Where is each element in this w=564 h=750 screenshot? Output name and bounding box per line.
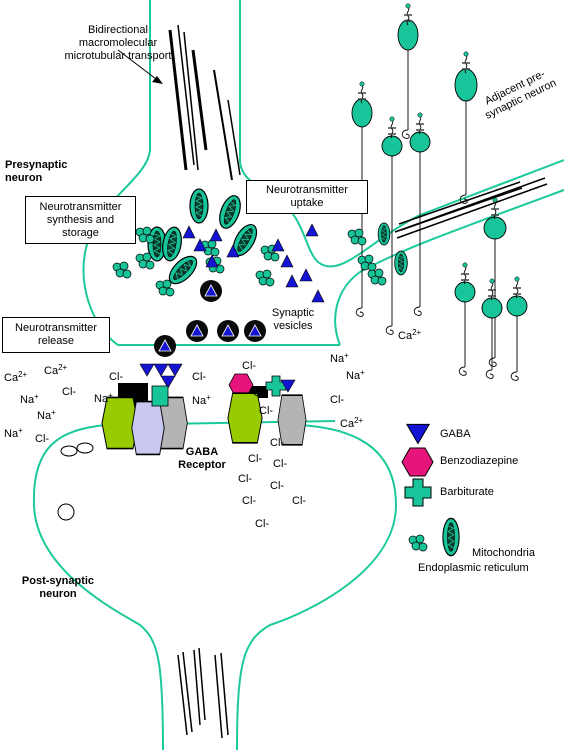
ion-cl: Cl- bbox=[192, 371, 207, 383]
adjacent-cells bbox=[351, 3, 528, 381]
ion-cl: Cl- bbox=[62, 386, 77, 398]
legend-benzodiazepine: Benzodiazepine bbox=[440, 455, 519, 467]
ion-cl: Cl- bbox=[242, 495, 257, 507]
legend-barbiturate: Barbiturate bbox=[440, 486, 494, 498]
ion-ca: Ca2+ bbox=[340, 416, 364, 431]
gaba-receptor-label: GABA Receptor bbox=[178, 446, 226, 471]
presynaptic-label: Presynaptic neuron bbox=[5, 159, 68, 184]
ion-cl: Cl- bbox=[238, 473, 253, 485]
ion-cl: Cl- bbox=[292, 495, 307, 507]
vesicles-label: Synaptic vesicles bbox=[271, 307, 315, 332]
synthesis-box: Neurotransmitter synthesis and storage bbox=[25, 196, 136, 244]
gaba-receptor-left bbox=[101, 383, 189, 456]
legend-er: Endoplasmic reticulum bbox=[418, 562, 529, 574]
ion-ca: Ca2+ bbox=[398, 328, 422, 343]
ion-cl: Cl- bbox=[109, 371, 124, 383]
transport-arrow bbox=[117, 49, 163, 84]
ion-cl: Cl- bbox=[259, 405, 274, 417]
gaba-receptor-right bbox=[227, 373, 307, 446]
ion-cl: Cl- bbox=[273, 458, 288, 470]
ion-cl: Cl- bbox=[253, 387, 268, 399]
legend-icons bbox=[401, 423, 460, 557]
ion-na: Na+ bbox=[192, 393, 211, 408]
ion-na: Na+ bbox=[330, 351, 349, 366]
uptake-box: Neurotransmitter uptake bbox=[246, 180, 368, 214]
release-box: Neurotransmitter release bbox=[2, 317, 110, 353]
transport-label: Bidirectional macromolecular microtubula… bbox=[64, 24, 172, 62]
postsynaptic-microtubules bbox=[177, 647, 229, 739]
presynaptic-microtubules bbox=[168, 24, 241, 181]
ion-cl: Cl- bbox=[242, 360, 257, 372]
ion-na: Na+ bbox=[4, 426, 23, 441]
ion-na: Na+ bbox=[37, 408, 56, 423]
ion-cl: Cl- bbox=[270, 480, 285, 492]
legend-gaba: GABA bbox=[440, 428, 471, 440]
ion-ca: Ca2+ bbox=[4, 370, 28, 385]
ion-na: Na+ bbox=[94, 391, 113, 406]
ion-na: Na+ bbox=[20, 392, 39, 407]
adjacent-organelles bbox=[347, 222, 408, 286]
ion-cl: Cl- bbox=[330, 394, 345, 406]
adjacent-microtubules bbox=[394, 177, 548, 239]
ion-cl: Cl- bbox=[35, 433, 50, 445]
ion-cl: Cl- bbox=[270, 437, 285, 449]
ion-cl: Cl- bbox=[248, 453, 263, 465]
postsynaptic-organelles bbox=[57, 442, 94, 521]
ion-ca: Ca2+ bbox=[44, 363, 68, 378]
ion-na: Na+ bbox=[346, 368, 365, 383]
ion-cl: Cl- bbox=[255, 518, 270, 530]
legend-mitochondria: Mitochondria bbox=[472, 547, 535, 559]
postsynaptic-label: Post-synaptic neuron bbox=[21, 575, 95, 600]
